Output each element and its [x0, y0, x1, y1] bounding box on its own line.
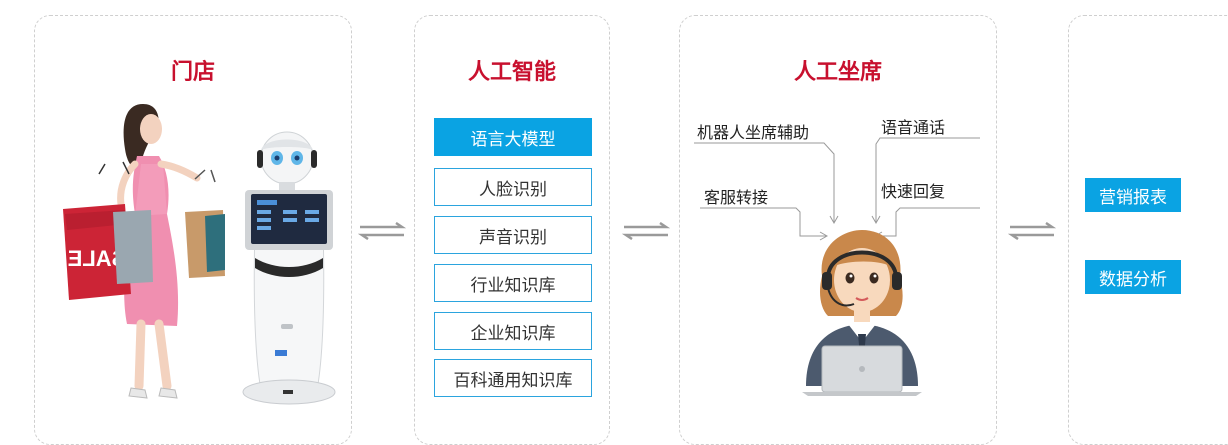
- ai-item-voice-recognition: 声音识别: [434, 216, 592, 254]
- agent-illustration: [802, 230, 922, 396]
- agent-connectors: [694, 137, 980, 241]
- ai-title: 人工智能: [467, 60, 556, 85]
- ai-panel: 人工智能 语言大模型 人脸识别 声音识别 行业知识库 企业知识库 百科通用知识库: [414, 15, 610, 445]
- label-transfer: 客服转接: [704, 188, 769, 207]
- reports-panel: 营销报表 数据分析: [1068, 15, 1228, 445]
- label-robot-assist: 机器人坐席辅助: [697, 123, 810, 142]
- store-panel: 门店 SALE: [34, 15, 352, 445]
- ai-item-llm: 语言大模型: [434, 118, 592, 156]
- agent-panel: 人工坐席 机器人坐席辅助 语音通话 客服转接 快速回复: [679, 15, 997, 445]
- agent-title: 人工坐席: [793, 60, 882, 85]
- double-arrow-1: [357, 222, 407, 240]
- double-arrow-3: [1007, 222, 1057, 240]
- ai-item-face-recognition: 人脸识别: [434, 168, 592, 206]
- ai-item-enterprise-kb: 企业知识库: [434, 312, 592, 350]
- label-voice-call: 语音通话: [881, 118, 946, 137]
- shopper-illustration: SALE: [63, 104, 225, 399]
- report-data-analysis: 数据分析: [1085, 260, 1181, 294]
- label-quick-reply: 快速回复: [881, 182, 946, 201]
- store-title: 门店: [170, 60, 215, 85]
- robot-illustration: [242, 131, 336, 405]
- ai-item-industry-kb: 行业知识库: [434, 264, 592, 302]
- report-marketing: 营销报表: [1085, 178, 1181, 212]
- ai-item-encyclopedia-kb: 百科通用知识库: [434, 359, 592, 397]
- double-arrow-2: [621, 222, 671, 240]
